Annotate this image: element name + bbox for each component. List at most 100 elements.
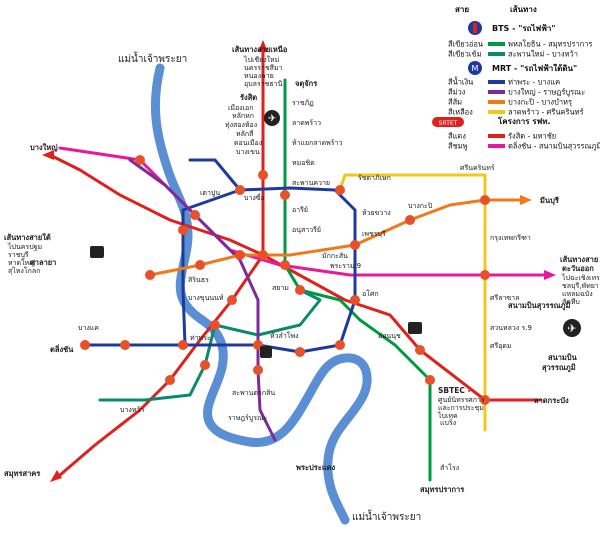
suvarnabhumi-label-b2: สุวรรณภูมิ [542,363,576,373]
station-dot [425,375,435,385]
station-label: อ่อนนุช [378,332,401,340]
station-label: ห้าแยกลาดพร้าว [292,139,342,147]
legend-color-name: สีเขียวอ่อน [448,40,483,49]
chao-phraya-river [150,63,372,525]
station-label: หัวลำโพง [270,331,299,340]
station-dot [280,260,290,270]
station-label: บางแค [78,324,99,332]
station-label: สิรินธร [188,276,209,284]
station-label: รัชดาภิเษก [358,174,391,182]
east-arrow-orange [520,195,532,205]
svg-text:✈: ✈ [268,114,276,125]
legend-color-name: สีม่วง [448,88,466,97]
legend-route: ตลิ่งชัน - สนามบินสุวรรณภูมิ [508,141,600,151]
station-label: บางเขน [236,148,260,156]
samutprakan-label: สมุทรปราการ [420,485,465,494]
samrong-label: สำโรง [440,463,459,472]
station-label: ราชภัฏ [292,99,314,107]
legend-route: บางใหญ่ - ราษฎร์บูรณะ [508,88,585,97]
samutsakhon-label: สมุทรสาคร [4,469,41,478]
legend-route: สะพานใหม่ - บางหว้า [508,50,578,59]
east-sub-3: สัตหีบ [562,298,580,306]
suvarnabhumi-label-a: สนามบินสุวรรณภูมิ [508,301,570,311]
legend-col-color: สาย [455,5,469,14]
station-dot [295,285,305,295]
station-label: เพชรบุรี [362,230,386,238]
north-arrow [258,40,268,52]
river-label-top: แม่น้ำเจ้าพระยา [118,51,187,65]
east-label-2: ตะวันออก [562,264,594,273]
red-line-east [261,253,542,402]
station-label: หมอชิต [292,159,315,167]
south-sub-1: ราชบุรี [8,251,29,259]
station-dot [480,195,490,205]
station-dot [258,250,268,260]
station-label: พระราม 9 [330,262,361,270]
legend-color-name: สีชมพู [448,142,468,151]
station-dot [235,185,245,195]
legend-route: ท่าพระ - บางแค [508,78,560,87]
south-sub-3: สุไหงโกลก [8,266,40,275]
sbtec-label: SBTEC - [438,386,471,395]
station-dot [190,210,200,220]
sbtec-sub-0: ศูนย์นิทรรศการ [438,396,485,404]
station-dot [415,345,425,355]
mrt-logo: M [468,61,482,75]
sri-nakharin-label: ศรีนครินทร์ [460,164,495,172]
station-dot [480,395,490,405]
station-label: บางกะปิ [408,202,433,210]
station-dot [253,365,263,375]
station-dot [480,270,490,280]
airport-icon-donmuang: ✈ [264,110,280,126]
svg-text:SRTET: SRTET [439,120,458,127]
svg-text:✈: ✈ [567,322,576,335]
train-icon [260,346,272,358]
station-label: สะพานตากสิน [232,389,275,397]
east-sub-1: ชลบุรี,พัทยา [562,282,599,290]
east-arrow-pink [544,270,556,280]
terminus-arrows [42,40,556,482]
legend-col-route: เส้นทาง [510,4,537,14]
station-label: สะพานควาย [292,179,330,187]
bang-wa-label: บางหว้า [120,406,144,414]
bts-logo [468,21,482,35]
station-dot [165,375,175,385]
legend-mrt-title: MRT - "รถไฟฟ้าใต้ดิน" [492,63,577,73]
south-label: เส้นทางสายใต้ [4,233,51,242]
legend: สาย เส้นทาง BTS - "รถไฟฟ้า" M MRT - "รถไ… [432,4,600,151]
station-dot [120,340,130,350]
east-sub-2: แหลมฉบัง [562,290,593,298]
suvarnabhumi-label-b1: สนามบิน [548,353,578,362]
north-terminus-label: เส้นทางสายเหนือ [232,45,287,54]
airport-icon-suvarnabhumi: ✈ [563,319,581,337]
sbtec-sub-1: และการประชุม [438,404,484,412]
legend-color-name: สีน้ำเงิน [448,77,474,87]
srt-logo: SRTET [432,117,464,127]
talingchan-label: ตลิ่งชัน [50,343,74,354]
station-dot [195,260,205,270]
station-dot [405,215,415,225]
station-label: อโศก [362,289,379,298]
station-dot [178,340,188,350]
station-dot [135,155,145,165]
station-label: เตาปูน [200,189,220,197]
station-dot [295,347,305,357]
station-labels: เมืองเอก หลักหก ทุ่งสองห้อง หลักสี่ ดอนเ… [78,99,532,422]
jatujak-label: จตุจักร [295,79,318,88]
legend-route: บางกะปิ - บางบำหรุ [508,98,572,107]
legend-srt-title: โครงการ รฟท. [497,116,551,126]
station-label: หลักหก [232,112,254,120]
south-sub-2: หาดใหญ่ [8,258,35,267]
south-sub-0: ไปนครปฐม [7,242,42,251]
bangyai-label: บางใหญ่ [30,143,58,152]
legend-route: รังสิต - มหาชัย [508,132,556,141]
bts-dark-green-west [98,323,217,402]
station-label: ห้วยขวาง [362,209,391,217]
east-sub-0: ไปฉะเชิงเทรา [561,273,600,282]
legend-route: พหลโยธิน - สมุทรปราการ [508,40,592,49]
river-label-bottom: แม่น้ำเจ้าพระยา [352,509,421,523]
bus-icon-east [408,322,422,334]
south-arrow [50,470,62,482]
red-line-west [48,153,265,257]
